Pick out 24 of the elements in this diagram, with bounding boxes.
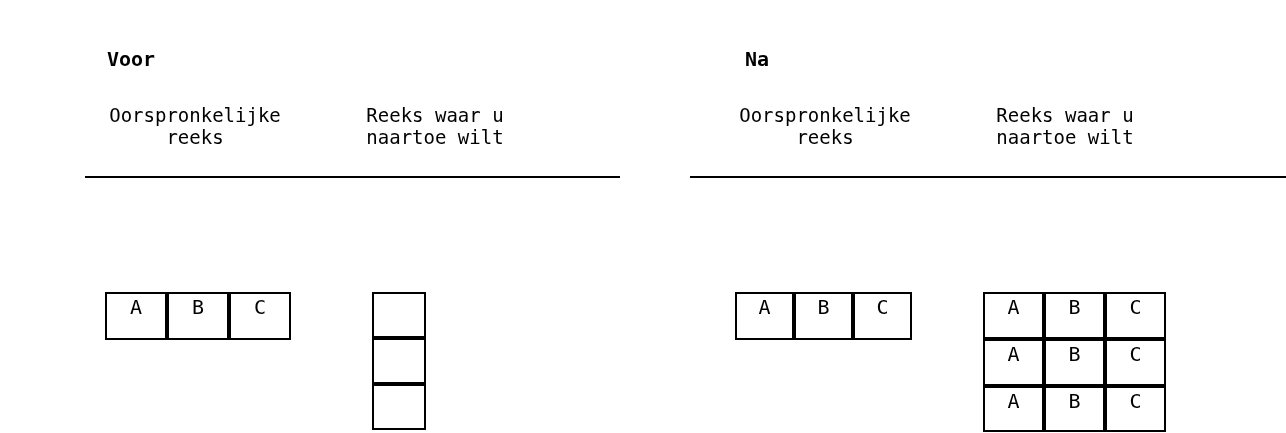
column-header: Oorspronkelijke reeks	[738, 104, 912, 148]
letter-cell: A	[105, 292, 167, 340]
letter-cell: B	[794, 292, 853, 340]
column-header: Reeks waar u naartoe wilt	[365, 104, 505, 148]
letter-cell: B	[167, 292, 229, 340]
letter-cell: C	[1105, 292, 1166, 339]
empty-cell	[372, 384, 426, 430]
letter-cell: B	[1044, 292, 1105, 339]
letter-cell: A	[983, 386, 1044, 432]
letter-cell: A	[735, 292, 794, 340]
column-header: Oorspronkelijke reeks	[108, 104, 282, 148]
letter-cell: B	[1044, 386, 1105, 432]
letter-cell: A	[983, 292, 1044, 339]
letter-cell: A	[983, 339, 1044, 386]
empty-cell	[372, 292, 426, 338]
empty-cell	[372, 338, 426, 384]
letter-cell: B	[1044, 339, 1105, 386]
section-heading: Voor	[107, 46, 157, 73]
column-header: Reeks waar u naartoe wilt	[995, 104, 1135, 148]
letter-cell: C	[229, 292, 291, 340]
letter-cell: C	[1105, 339, 1166, 386]
letter-cell: C	[1105, 386, 1166, 432]
section-heading: Na	[745, 46, 771, 73]
letter-cell: C	[853, 292, 912, 340]
